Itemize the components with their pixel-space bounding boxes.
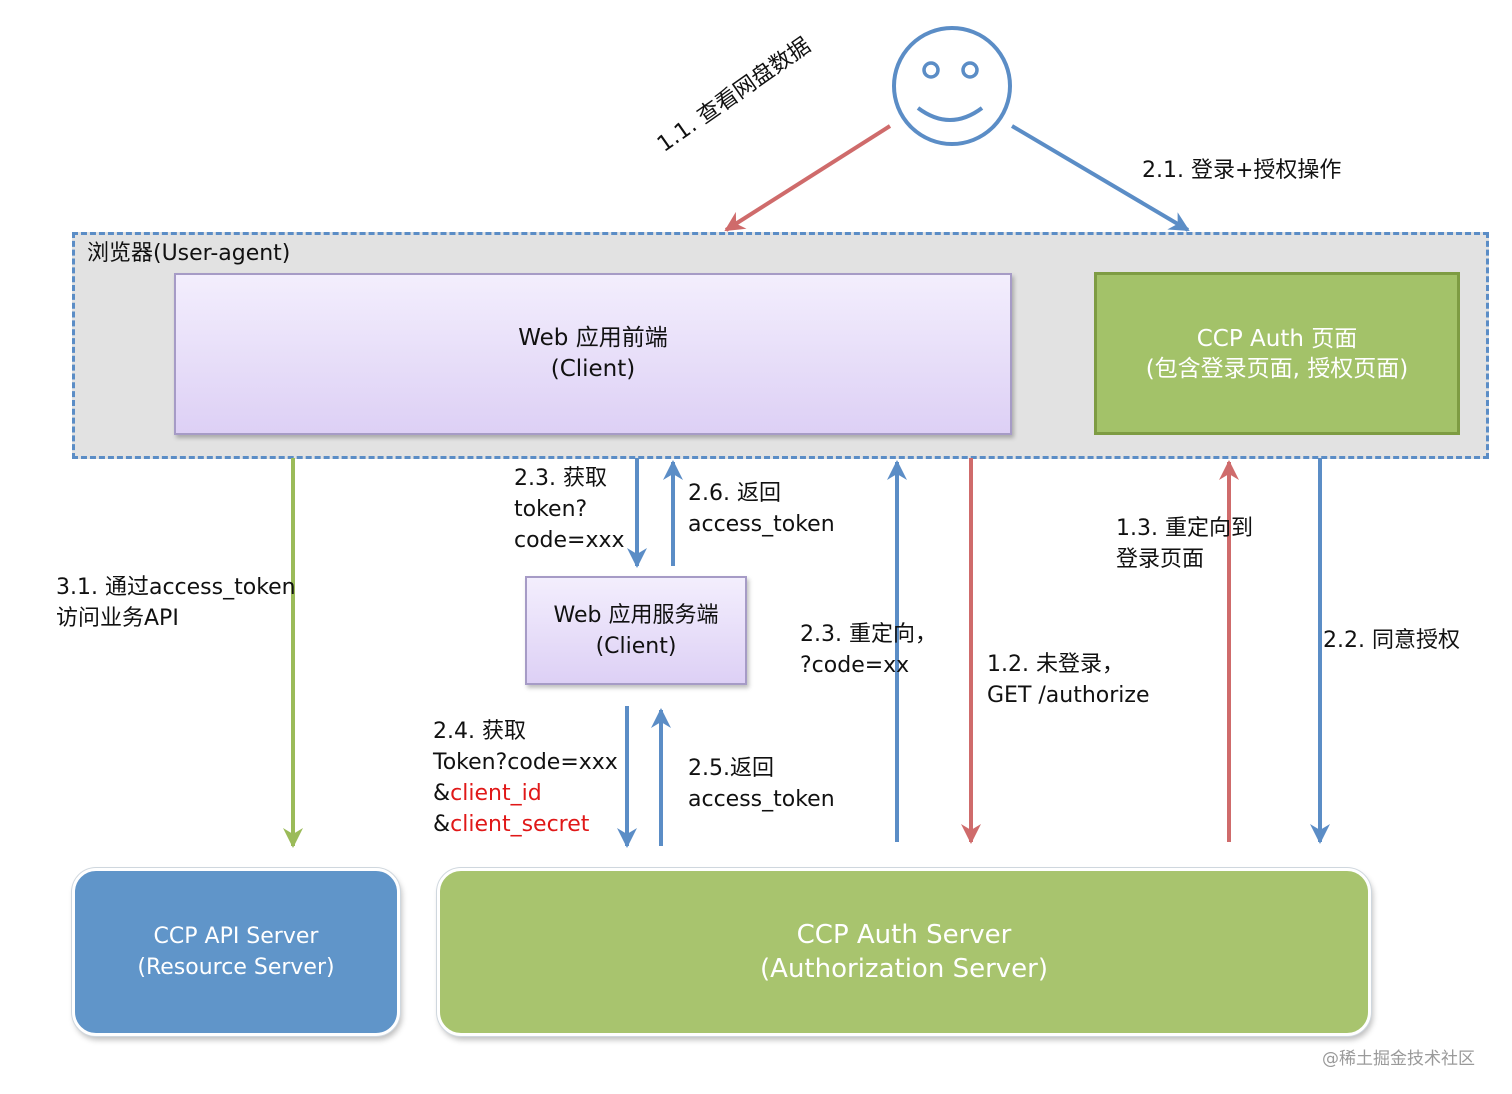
api-server-title: CCP API Server <box>153 924 319 949</box>
label-2-5: 2.5.返回 access_token <box>688 756 835 812</box>
web-server-node: Web 应用服务端 (Client) <box>525 576 747 685</box>
ampersand: & <box>433 781 451 806</box>
web-frontend-title: Web 应用前端 <box>518 325 668 351</box>
auth-server-node: CCP Auth Server (Authorization Server) <box>437 868 1371 1036</box>
auth-page-subtitle: (包含登录页面, 授权页面) <box>1145 355 1409 382</box>
label-2-3-get-token: 2.3. 获取 token? code=xxx <box>514 466 625 553</box>
label-2-2: 2.2. 同意授权 <box>1323 628 1460 653</box>
arrow-1-1 <box>724 124 892 232</box>
arrow-2-1 <box>1010 124 1190 232</box>
client-secret-param: client_secret <box>450 812 590 837</box>
label-2-3-redirect: 2.3. 重定向， ?code=xx <box>800 622 937 678</box>
label-2-4-title: 2.4. 获取 <box>433 719 526 744</box>
label-2-6: 2.6. 返回 access_token <box>688 481 835 537</box>
label-1-3: 1.3. 重定向到 登录页面 <box>1116 516 1253 572</box>
label-2-4-query: Token?code=xxx <box>433 750 618 775</box>
smiley-user-icon <box>892 26 1012 146</box>
label-3-1: 3.1. 通过access_token 访问业务API <box>56 575 296 631</box>
browser-title: 浏览器(User-agent) <box>87 241 291 266</box>
label-2-4-client-id-line: &client_id <box>433 778 618 809</box>
ampersand: & <box>433 812 451 837</box>
auth-server-title: CCP Auth Server <box>796 920 1012 950</box>
api-server-node: CCP API Server (Resource Server) <box>72 868 400 1036</box>
auth-page-title: CCP Auth 页面 <box>1196 325 1358 352</box>
web-server-subtitle: (Client) <box>595 633 677 659</box>
api-server-subtitle: (Resource Server) <box>137 955 335 980</box>
label-2-1: 2.1. 登录+授权操作 <box>1142 158 1342 183</box>
label-2-4-client-secret-line: &client_secret <box>433 809 618 840</box>
client-id-param: client_id <box>450 781 542 806</box>
watermark: @稀土掘金技术社区 <box>1322 1049 1475 1069</box>
auth-server-subtitle: (Authorization Server) <box>760 954 1048 984</box>
web-frontend-subtitle: (Client) <box>550 356 636 382</box>
label-2-4: 2.4. 获取 Token?code=xxx &client_id &clien… <box>433 716 618 840</box>
label-1-2: 1.2. 未登录， GET /authorize <box>987 652 1150 708</box>
web-frontend-node: Web 应用前端 (Client) <box>174 273 1012 435</box>
auth-page-node: CCP Auth 页面 (包含登录页面, 授权页面) <box>1094 272 1460 435</box>
web-server-title: Web 应用服务端 <box>553 602 719 628</box>
